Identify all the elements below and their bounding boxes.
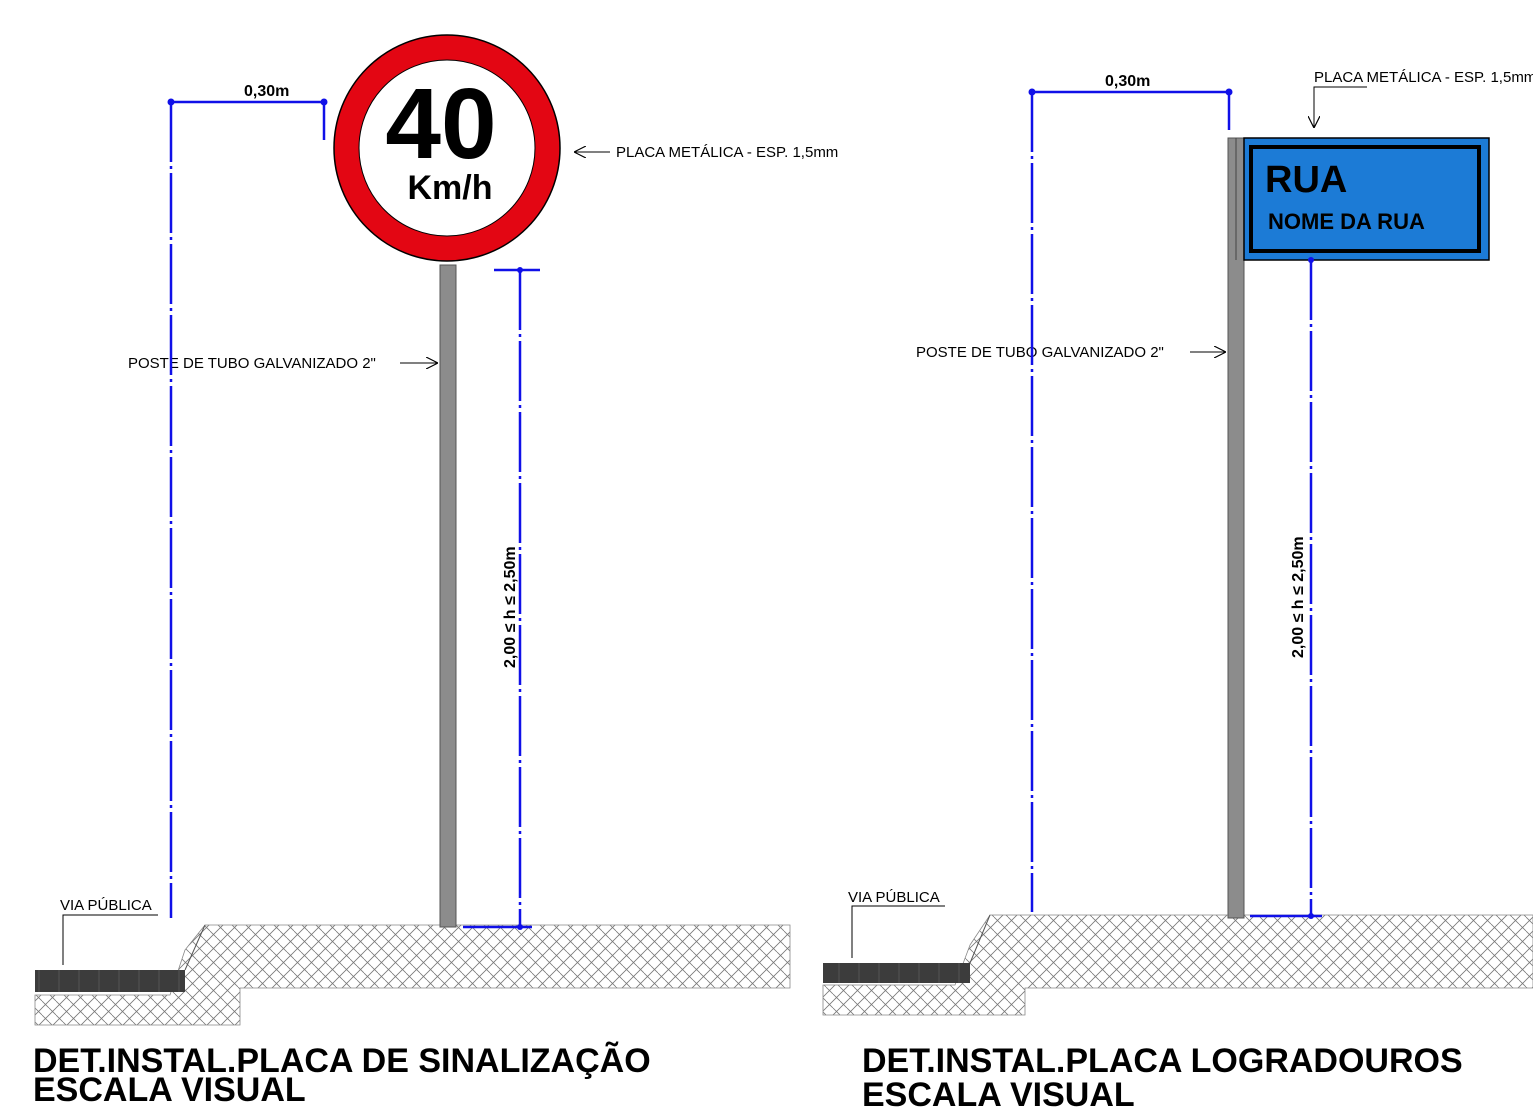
left-scale: ESCALA VISUAL — [33, 1071, 306, 1109]
left-pole — [439, 264, 457, 928]
right-detail: VIA PÚBLICA RUA NOME DA RUA PLACA METÁLI… — [822, 69, 1533, 1111]
speed-limit-sign: 40 Km/h — [333, 34, 561, 262]
street-sign-border — [1249, 145, 1481, 253]
right-plate-label: PLACA METÁLICA - ESP. 1,5mm — [1314, 69, 1533, 86]
right-height-label: 2,00 ≤ h ≤ 2,50m — [1290, 536, 1307, 658]
speed-sign-number: 40 — [385, 68, 496, 180]
left-road-label: VIA PÚBLICA — [60, 897, 152, 914]
left-height-dimension: 2,00 ≤ h ≤ 2,50m — [463, 267, 540, 930]
street-name-sign: RUA NOME DA RUA — [1243, 137, 1490, 261]
left-road-surface — [35, 970, 185, 992]
left-road-leader — [62, 914, 158, 965]
right-scale: ESCALA VISUAL — [862, 1076, 1135, 1111]
left-ground — [34, 924, 791, 1026]
right-road-surface — [823, 963, 970, 983]
right-title: DET.INSTAL.PLACA LOGRADOUROS — [862, 1042, 1463, 1080]
speed-sign-unit: Km/h — [408, 169, 493, 207]
right-road-leader — [851, 905, 945, 958]
speed-sign-face — [358, 59, 536, 237]
right-plate-leader — [1314, 86, 1367, 128]
left-width-dimension: 0,30m — [167, 83, 328, 918]
right-road-label: VIA PÚBLICA — [848, 889, 940, 906]
left-pole-label: POSTE DE TUBO GALVANIZADO 2" — [128, 355, 376, 372]
street-sign-line1: RUA — [1265, 159, 1347, 201]
right-width-label: 0,30m — [1105, 73, 1150, 90]
left-width-label: 0,30m — [244, 83, 289, 100]
right-ground — [822, 914, 1533, 1016]
left-plate-label: PLACA METÁLICA - ESP. 1,5mm — [616, 144, 838, 161]
right-pole-label: POSTE DE TUBO GALVANIZADO 2" — [916, 344, 1164, 361]
right-width-dimension: 0,30m — [1028, 73, 1233, 912]
left-height-label: 2,00 ≤ h ≤ 2,50m — [502, 546, 519, 668]
left-detail: VIA PÚBLICA 40 Km/h PLACA METÁLICA - ESP… — [33, 34, 838, 1109]
street-sign-plate — [1243, 137, 1490, 261]
left-title: DET.INSTAL.PLACA DE SINALIZAÇÃO — [33, 1042, 651, 1080]
right-height-dimension: 2,00 ≤ h ≤ 2,50m — [1250, 257, 1322, 919]
street-sign-line2: NOME DA RUA — [1268, 209, 1425, 234]
